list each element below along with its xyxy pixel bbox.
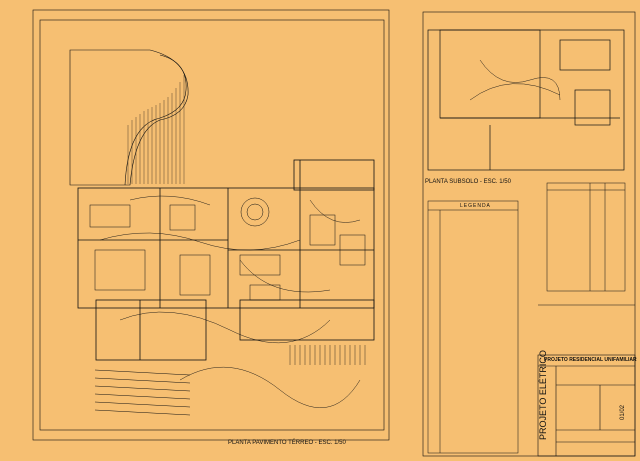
- steps: [94, 369, 191, 416]
- ground-floor-title: PLANTA PAVIMENTO TÉRREO - ESC. 1/50: [228, 440, 346, 446]
- discipline-label: PROJETO ELÉTRICO: [538, 350, 548, 440]
- site-boundary: [39, 19, 385, 431]
- furniture: [89, 197, 366, 301]
- house-walls: [77, 159, 375, 361]
- right-frame: [422, 11, 636, 457]
- pool-curve: [124, 54, 187, 186]
- wiring: [99, 195, 361, 408]
- sheet-code: 01/02: [620, 404, 626, 420]
- pool-outline: [69, 49, 189, 186]
- load-table: [546, 182, 626, 292]
- basement-title: PLANTA SUBSOLO - ESC. 1/50: [425, 179, 511, 185]
- project-name: PROJETO RESIDENCIAL UNIFAMILIAR: [544, 357, 637, 363]
- basement-plan: [427, 29, 625, 171]
- deck-hatch: [289, 345, 366, 365]
- ground-floor-frame: [32, 9, 390, 441]
- pool-hatch: [127, 75, 185, 184]
- title-block-frame: [537, 304, 636, 457]
- legend-title: LEGENDA: [460, 203, 491, 209]
- legend-frame: [427, 200, 519, 454]
